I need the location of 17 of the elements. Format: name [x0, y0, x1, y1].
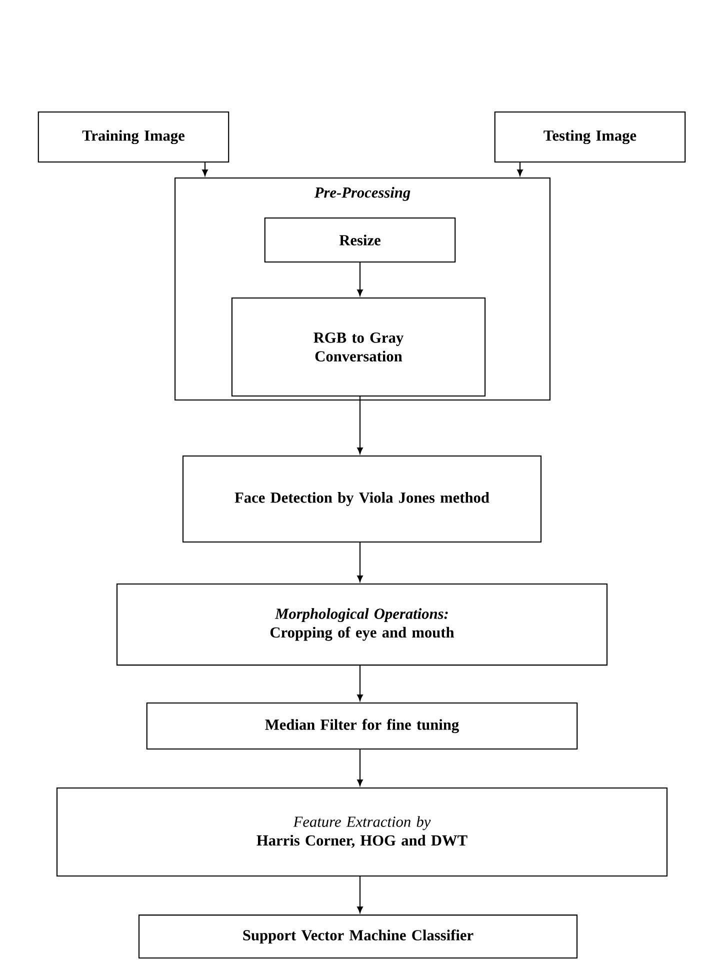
- process-box: Training Image: [38, 111, 230, 163]
- arrow: [357, 542, 363, 582]
- arrow: [357, 750, 363, 786]
- arrow: [517, 162, 523, 176]
- arrow: [357, 396, 363, 454]
- arrow: [357, 666, 363, 702]
- process-box: Face Detection by Viola Jones method: [182, 455, 542, 543]
- arrow: [202, 162, 208, 176]
- arrow: [357, 876, 363, 914]
- process-box: Morphological Operations: Cropping of eye and mouth: [116, 583, 608, 666]
- arrow: [357, 262, 363, 296]
- process-box: Median Filter for fine tuning: [146, 702, 578, 750]
- process-box: Support Vector Machine Classifier: [138, 914, 578, 958]
- process-box: Resize: [264, 217, 456, 263]
- process-box: RGB to Gray Conversation: [231, 297, 486, 397]
- process-box: Testing Image: [494, 111, 686, 163]
- process-box: Feature Extraction by Harris Corner, HOG and DWT: [56, 787, 668, 877]
